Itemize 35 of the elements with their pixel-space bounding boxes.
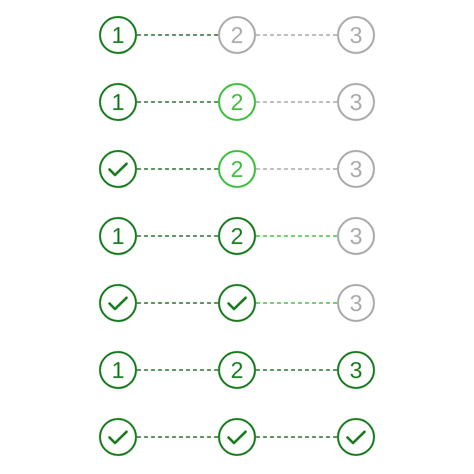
step-circle: 2 — [218, 351, 256, 389]
step-circle: 2 — [218, 83, 256, 121]
step-circle: 3 — [337, 83, 375, 121]
step-circle: 2 — [218, 16, 256, 54]
connector-line — [137, 235, 218, 237]
connector-line — [256, 302, 337, 304]
step-circle: 2 — [218, 150, 256, 188]
connector-line — [137, 302, 218, 304]
step-circle: 1 — [99, 217, 137, 255]
step-circle — [218, 418, 256, 456]
step-circle — [99, 418, 137, 456]
step-circle — [337, 418, 375, 456]
step-circle: 1 — [99, 16, 137, 54]
connector-line — [256, 101, 337, 103]
step-circle: 3 — [337, 351, 375, 389]
connector-line — [137, 369, 218, 371]
step-circle: 3 — [337, 16, 375, 54]
connector-line — [256, 235, 337, 237]
step-circle: 3 — [337, 150, 375, 188]
connector-line — [256, 436, 337, 438]
connector-line — [137, 168, 218, 170]
step-circle: 2 — [218, 217, 256, 255]
connector-line — [137, 34, 218, 36]
step-circle: 1 — [99, 351, 137, 389]
connector-line — [137, 436, 218, 438]
connector-line — [256, 34, 337, 36]
step-circle — [99, 284, 137, 322]
connector-line — [137, 101, 218, 103]
step-circle: 3 — [337, 217, 375, 255]
step-circle — [99, 150, 137, 188]
step-circle — [218, 284, 256, 322]
connector-line — [256, 168, 337, 170]
connector-line — [256, 369, 337, 371]
step-circle: 3 — [337, 284, 375, 322]
step-circle: 1 — [99, 83, 137, 121]
